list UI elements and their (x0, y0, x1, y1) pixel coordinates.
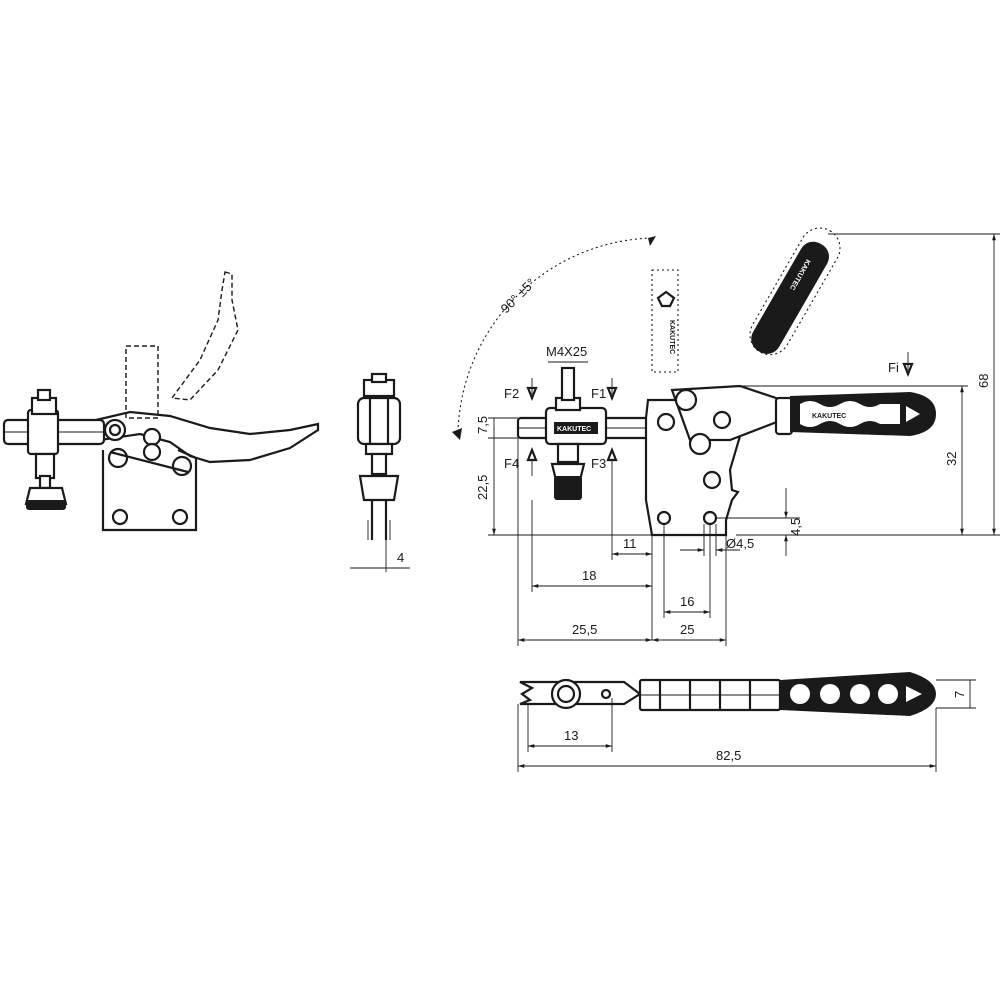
angle-label: 90° ±5° (498, 275, 539, 316)
body-pivot (702, 470, 722, 490)
front-screw-head (370, 372, 388, 384)
main-screw (560, 366, 576, 402)
brand-plate (554, 422, 598, 434)
tilted-grip (751, 241, 829, 354)
lower-nut (34, 452, 56, 480)
dim-4: 4 (397, 550, 404, 565)
label-fi: Fi (888, 360, 899, 375)
dim-25: 25 (680, 622, 694, 637)
base-hole (111, 508, 129, 526)
rubber-tip (26, 500, 66, 510)
label-f2: F2 (504, 386, 519, 401)
dim-7: 7 (952, 691, 967, 698)
link-bar (109, 450, 189, 474)
handle (94, 410, 320, 464)
dim-18: 18 (582, 568, 596, 583)
dim-11: 11 (623, 536, 637, 551)
lever-pivot (712, 410, 732, 430)
grip-hole (878, 684, 898, 704)
left-side-view (2, 271, 320, 532)
force-arrows (526, 352, 914, 476)
main-view: 90° ±5° KAKUTEC KAKUTEC KAKUTEC (452, 227, 1000, 646)
base-hole (171, 508, 189, 526)
screw-shank (38, 474, 52, 490)
tilted-handle-phantom: KAKUTEC (749, 227, 841, 356)
top-pin (600, 688, 612, 700)
arrow-fi (902, 362, 914, 377)
dim-4-5: 4,5 (788, 518, 803, 536)
dim-32: 32 (944, 452, 959, 466)
pivot (142, 442, 162, 462)
front-shank (370, 452, 388, 476)
pivot (103, 418, 127, 442)
spindle-holder (26, 408, 60, 456)
grip-hole (850, 684, 870, 704)
dim-68: 68 (976, 374, 991, 388)
pivot (171, 455, 193, 477)
grip-hole (790, 684, 810, 704)
grip-logo-icon (906, 406, 920, 422)
body-pivot (688, 432, 712, 456)
pivot (142, 427, 162, 447)
grip-window (800, 401, 900, 427)
dim-22-5: 22,5 (475, 475, 490, 500)
label-f3: F3 (591, 456, 606, 471)
arrow-f1 (606, 386, 618, 401)
main-lower-nut (556, 442, 580, 464)
grip-brand: KAKUTEC (812, 413, 846, 420)
lever-pivot (674, 388, 698, 412)
main-rubber-tip (554, 476, 582, 500)
grip-collar (774, 396, 794, 436)
dim-13: 13 (564, 728, 578, 743)
open-arm-phantom (170, 271, 239, 401)
label-screw: M4X25 (546, 344, 587, 359)
arrow-f4 (526, 447, 538, 462)
front-nut (364, 442, 394, 456)
upright-brand: KAKUTEC (668, 320, 675, 354)
dim-25-5: 25,5 (572, 622, 597, 637)
body-pivot (656, 412, 676, 432)
label-f1: F1 (591, 386, 606, 401)
bar-brand: KAKUTEC (557, 426, 591, 433)
tilted-handle-outline (749, 227, 841, 356)
angle-arc (457, 237, 653, 433)
grip-tip-icon (906, 686, 922, 702)
arrow-f2 (526, 386, 538, 401)
screw-top (36, 388, 52, 402)
arc-arrow (648, 236, 656, 246)
dim-dia-4-5: Ø4,5 (726, 536, 754, 551)
grip-hole (820, 684, 840, 704)
top-spindle (550, 678, 582, 710)
top-spindle-inner (556, 684, 576, 704)
open-spindle-phantom (125, 345, 159, 419)
logo-icon (656, 290, 676, 308)
front-tip (358, 474, 400, 502)
front-view: 4 (350, 372, 410, 572)
arrow-f3 (606, 447, 618, 462)
dim-82-5: 82,5 (716, 748, 741, 763)
label-f4: F4 (504, 456, 519, 471)
front-body (356, 396, 402, 446)
dim-7-5: 7,5 (475, 416, 490, 434)
top-view: 7 13 82,5 (517, 672, 976, 772)
dim-16: 16 (680, 594, 694, 609)
pivot-pin (108, 423, 122, 437)
arc-arrow (452, 428, 462, 440)
